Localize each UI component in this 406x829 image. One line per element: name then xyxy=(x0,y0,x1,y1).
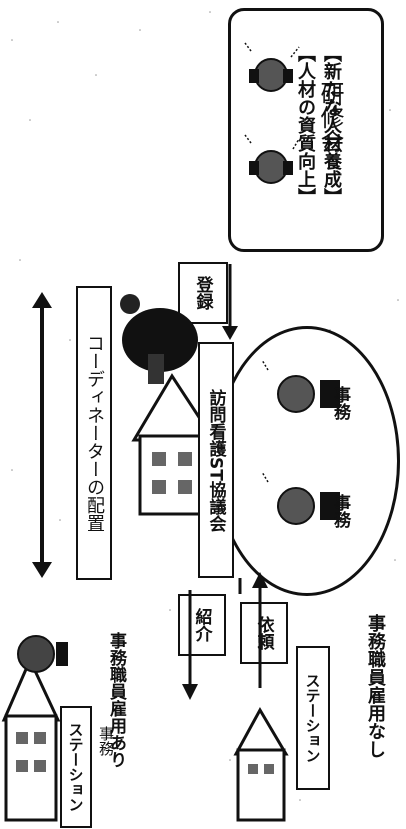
station-top-building-icon xyxy=(1,656,61,822)
referral-label: 紹介 xyxy=(178,594,226,656)
register-arrow xyxy=(222,264,238,340)
station-top-caption: 事務職員雇用あり xyxy=(106,632,126,768)
council-office-worker-label-bottom: 事務 xyxy=(330,494,350,528)
registration-label: 登録 xyxy=(178,262,228,324)
training-title: 研修会 xyxy=(316,81,344,153)
council-office-worker-label-top: 事務 xyxy=(330,386,350,420)
goal-talent-quality: 【人材の資質向上】 xyxy=(295,44,316,206)
station-bottom-label: ステーション xyxy=(296,646,330,790)
station-top-label: ステーション xyxy=(60,706,92,828)
coordinator-label: コーディネーターの配置 xyxy=(76,286,112,580)
station-top-staff-icon xyxy=(17,635,68,673)
coordinator-figure-icon xyxy=(120,294,198,384)
training-box: 研修会 xyxy=(228,8,384,252)
station-bottom-building-icon xyxy=(233,706,289,822)
goal-new-talent: 【新たな人材養成】 xyxy=(321,44,342,206)
station-top-office-label: 事務 xyxy=(97,726,115,756)
station-bottom-caption: 事務職員雇用なし xyxy=(365,614,386,758)
council-label: 訪問看護ST協議会 xyxy=(198,342,234,578)
referral-arrows xyxy=(182,572,268,700)
office-workers-icon xyxy=(261,359,340,525)
coordinator-double-arrow xyxy=(32,292,52,578)
people-group-icon xyxy=(244,42,300,184)
